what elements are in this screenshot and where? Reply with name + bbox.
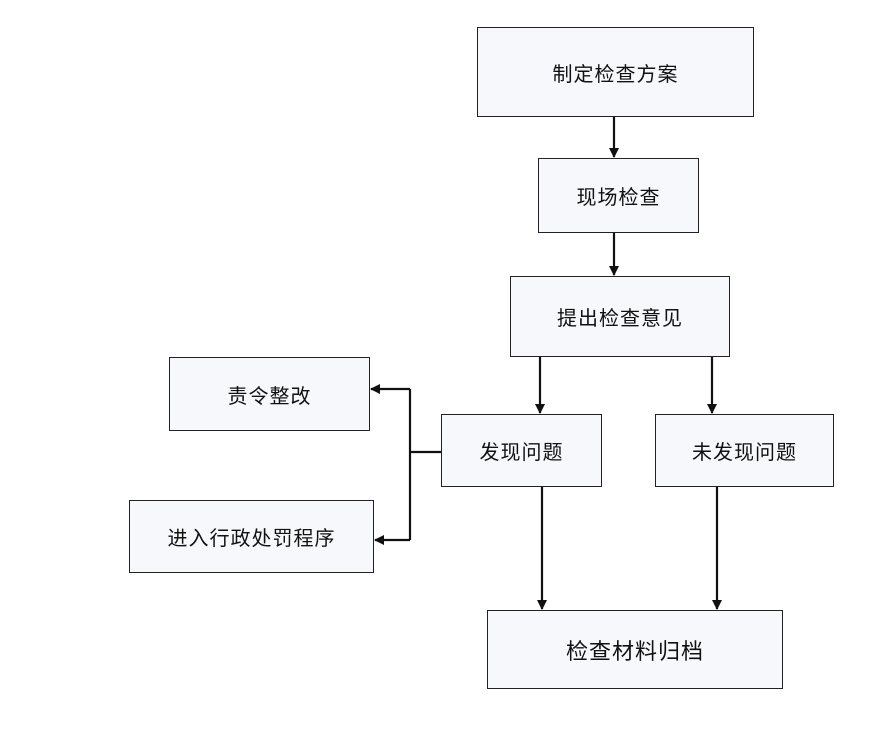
node-penalty-label: 进入行政处罚程序 xyxy=(167,526,336,550)
node-rectify: 责令整改 xyxy=(169,357,370,431)
node-plan-label: 制定检查方案 xyxy=(552,61,679,86)
node-onsite: 现场检查 xyxy=(538,158,699,233)
node-opinion-label: 提出检查意见 xyxy=(557,306,683,330)
node-found-label: 发现问题 xyxy=(479,440,564,464)
node-penalty: 进入行政处罚程序 xyxy=(129,500,374,573)
node-found: 发现问题 xyxy=(441,414,602,487)
node-not-found: 未发现问题 xyxy=(655,414,834,487)
node-archive: 检查材料归档 xyxy=(487,610,783,689)
node-not-found-label: 未发现问题 xyxy=(692,440,797,464)
node-opinion: 提出检查意见 xyxy=(510,276,730,357)
node-plan: 制定检查方案 xyxy=(477,27,754,117)
node-archive-label: 检查材料归档 xyxy=(565,639,704,665)
node-rectify-label: 责令整改 xyxy=(227,383,312,408)
node-onsite-label: 现场检查 xyxy=(576,185,661,209)
